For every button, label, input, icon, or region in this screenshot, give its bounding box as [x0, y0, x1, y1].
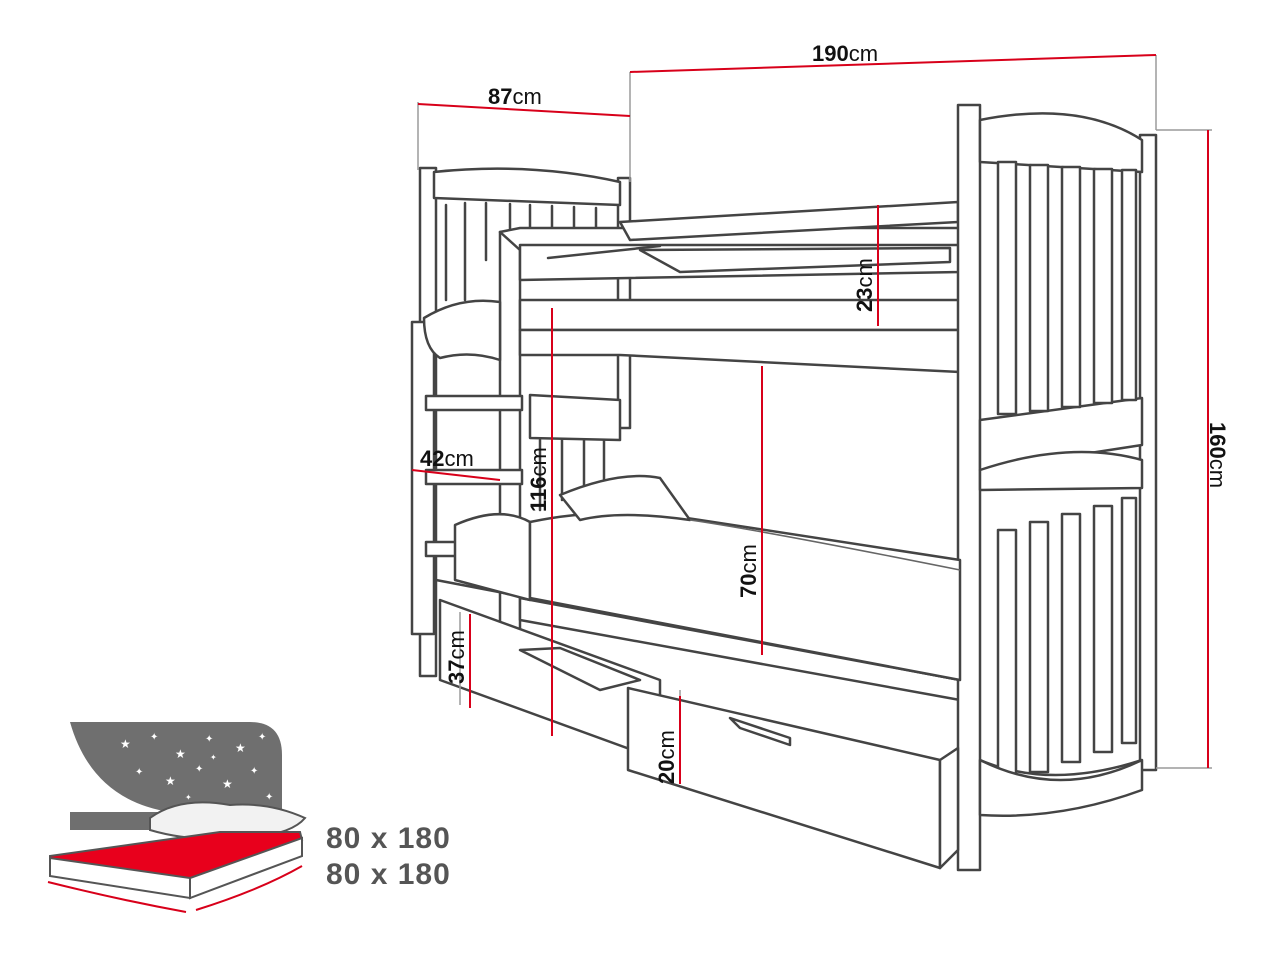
svg-text:★: ★	[165, 774, 176, 788]
svg-text:✦: ✦	[135, 767, 143, 778]
svg-text:✦: ✦	[95, 792, 103, 803]
label-upper-bed-height: 116cm	[526, 447, 551, 512]
label-length: 190cm	[812, 41, 878, 66]
mattress-size-icon: ★ ✦ ★ ✦ ★ ✦ ✦ ★ ✦ ★ ✦ ✦ ✦ ✦ ✦ 80 x 180 8…	[47, 722, 451, 913]
svg-text:✦: ✦	[258, 732, 266, 743]
svg-text:★: ★	[235, 741, 246, 755]
label-upper-rail: 23cm	[852, 258, 877, 312]
svg-text:✦: ✦	[265, 792, 273, 803]
dimension-lines	[411, 54, 1212, 784]
mattress-size-upper: 80 x 180	[326, 822, 451, 855]
label-ladder-width: 42cm	[420, 446, 474, 471]
svg-text:✦: ✦	[210, 753, 217, 762]
svg-text:✦: ✦	[150, 732, 158, 743]
drawers	[438, 598, 960, 870]
svg-text:✦: ✦	[250, 766, 258, 777]
svg-text:✦: ✦	[185, 793, 192, 802]
label-lower-bed-height: 37cm	[444, 630, 469, 684]
ladder	[410, 320, 524, 636]
svg-text:★: ★	[120, 737, 131, 751]
svg-text:✦: ✦	[195, 764, 203, 775]
svg-text:★: ★	[175, 747, 186, 761]
svg-text:★: ★	[222, 777, 233, 791]
front-headboard	[956, 103, 1158, 872]
label-bunk-clearance: 70cm	[736, 544, 761, 598]
stars-pattern: ★ ✦ ★ ✦ ★ ✦ ✦ ★ ✦ ★ ✦ ✦ ✦ ✦ ✦	[95, 732, 273, 803]
dimension-labels: 190cm 87cm 160cm 23cm 42cm 116cm 70cm 37…	[420, 41, 1230, 784]
bunk-bed-drawing	[410, 103, 1158, 872]
svg-text:✦: ✦	[205, 734, 213, 745]
label-height: 160cm	[1205, 422, 1230, 488]
label-drawer-height: 20cm	[654, 730, 679, 784]
label-depth: 87cm	[488, 84, 542, 109]
lower-mattress	[453, 474, 962, 682]
upper-pillow	[422, 299, 502, 362]
mattress-size-lower: 80 x 180	[326, 858, 451, 891]
